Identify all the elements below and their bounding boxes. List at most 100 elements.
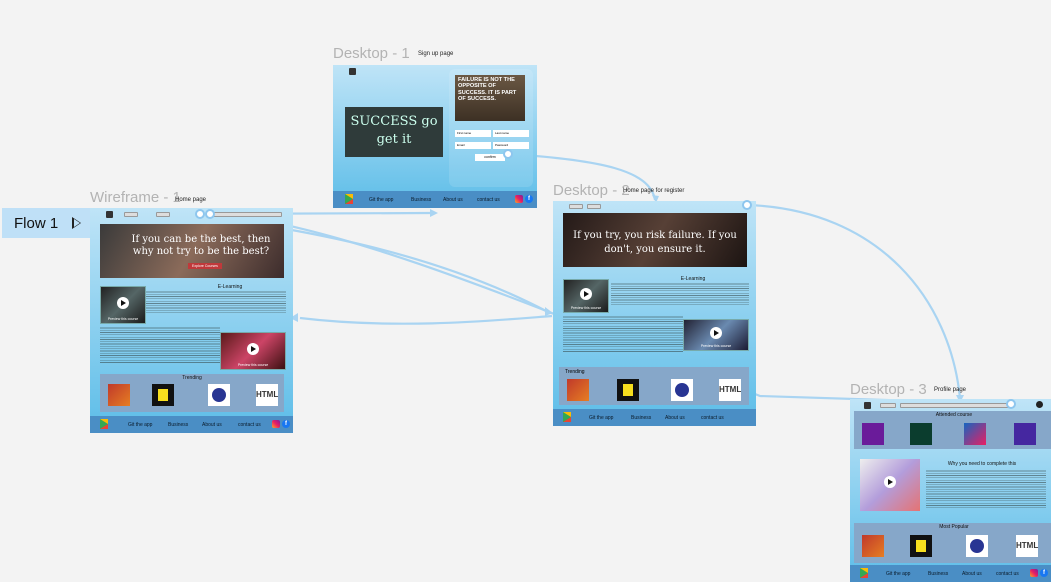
flow-1-button[interactable]: Flow 1 (2, 208, 90, 238)
attended-title: Attended course (935, 412, 973, 418)
footer: Git the app Business About us contact us… (333, 191, 537, 208)
nav-item[interactable] (587, 204, 601, 209)
c-course-icon[interactable] (208, 384, 230, 406)
video-thumbnail[interactable]: Preview this course (100, 286, 146, 324)
google-play-icon[interactable] (345, 194, 353, 204)
logo (349, 68, 356, 75)
footer-link-business[interactable]: Business (928, 570, 949, 577)
logo (864, 402, 871, 409)
section-title: E-Learning (217, 284, 243, 290)
need-title: Why you need to complete this (947, 461, 1017, 467)
frame-title-wireframe1: Wireframe - 1 (90, 189, 181, 206)
video-thumbnail[interactable]: Preview this course (683, 319, 749, 351)
body-paragraph (563, 315, 683, 353)
connection-node[interactable] (195, 209, 205, 219)
c-course-icon[interactable] (966, 535, 988, 557)
facebook-icon[interactable]: f (525, 195, 533, 203)
most-popular-title: Most Popular (939, 524, 969, 530)
connection-node[interactable] (503, 149, 513, 159)
footer-link-business[interactable]: Business (411, 196, 432, 203)
javascript-course-icon[interactable] (152, 384, 174, 406)
footer: Git the app Business About us contact us… (90, 416, 293, 433)
footer-link-contact[interactable]: contact us (701, 414, 724, 421)
nav-item[interactable] (156, 212, 170, 217)
facebook-icon[interactable]: f (1040, 569, 1048, 577)
instagram-icon[interactable] (1030, 569, 1038, 577)
page-label-signup: Sign up page (418, 51, 454, 57)
first-name-field[interactable]: First name (455, 130, 491, 137)
need-paragraph (926, 469, 1046, 509)
logo (106, 211, 113, 218)
course-preview-image[interactable] (860, 459, 920, 511)
google-play-icon[interactable] (563, 412, 571, 422)
chalkboard-image: SUCCESS go get it (345, 107, 443, 157)
play-icon[interactable] (884, 475, 896, 488)
footer-link-app[interactable]: Git the app (886, 570, 911, 577)
nav-item[interactable] (124, 212, 138, 217)
instagram-icon[interactable] (272, 420, 280, 428)
course-icon[interactable] (862, 423, 884, 445)
email-field[interactable]: Email (455, 142, 491, 149)
instagram-icon[interactable] (515, 195, 523, 203)
html-course-icon[interactable]: HTML (719, 379, 741, 401)
explore-button[interactable]: Explore Courses (188, 263, 222, 269)
connection-node[interactable] (205, 209, 215, 219)
c-course-icon[interactable] (671, 379, 693, 401)
footer-link-app[interactable]: Git the app (589, 414, 614, 421)
python-course-icon[interactable] (862, 535, 884, 557)
frame-wireframe1[interactable]: If you can be the best, then why not try… (90, 208, 293, 433)
play-icon[interactable] (247, 342, 259, 355)
video-thumbnail[interactable]: Preview this course (220, 332, 286, 370)
footer-link-about[interactable]: About us (443, 196, 463, 203)
footer-link-app[interactable]: Git the app (128, 421, 153, 428)
connection-node[interactable] (742, 200, 752, 210)
frame-desktop1[interactable]: SUCCESS go get it FAILURE IS NOT THE OPP… (333, 65, 537, 208)
play-icon[interactable] (580, 288, 592, 301)
footer-link-about[interactable]: About us (962, 570, 982, 577)
video-label: Preview this course (700, 344, 732, 348)
hero-text: If you try, you risk failure. If you don… (573, 230, 737, 255)
footer-link-contact[interactable]: contact us (238, 421, 261, 428)
facebook-icon[interactable]: f (282, 420, 290, 428)
footer-link-app[interactable]: Git the app (369, 196, 394, 203)
javascript-course-icon[interactable] (617, 379, 639, 401)
last-name-field[interactable]: Last name (493, 130, 529, 137)
play-icon[interactable] (117, 296, 129, 309)
page-label-profile: Profile page (934, 387, 967, 393)
footer-link-about[interactable]: About us (665, 414, 685, 421)
video-thumbnail[interactable]: Preview this course (563, 279, 609, 313)
javascript-course-icon[interactable] (910, 535, 932, 557)
footer-link-business[interactable]: Business (631, 414, 652, 421)
nav-item[interactable] (569, 204, 583, 209)
quote-image: FAILURE IS NOT THE OPPOSITE OF SUCCESS. … (455, 75, 525, 121)
html-course-icon[interactable]: HTML (256, 384, 278, 406)
footer-link-business[interactable]: Business (168, 421, 189, 428)
google-play-icon[interactable] (100, 419, 108, 429)
course-icon[interactable] (1014, 423, 1036, 445)
footer-link-contact[interactable]: contact us (477, 196, 500, 203)
body-paragraph (100, 326, 220, 364)
python-course-icon[interactable] (108, 384, 130, 406)
course-icon[interactable] (964, 423, 986, 445)
footer-link-about[interactable]: About us (202, 421, 222, 428)
footer-link-contact[interactable]: contact us (996, 570, 1019, 577)
search-bar[interactable] (208, 212, 282, 217)
confirm-button[interactable]: confirm (475, 154, 505, 161)
frame-desktop2[interactable]: If you try, you risk failure. If you don… (553, 201, 756, 426)
avatar[interactable] (1036, 401, 1043, 408)
nav-item[interactable] (880, 403, 896, 408)
google-play-icon[interactable] (860, 568, 868, 578)
play-icon[interactable] (710, 327, 722, 340)
flow-label: Flow 1 (14, 214, 59, 232)
html-course-icon[interactable]: HTML (1016, 535, 1038, 557)
frame-desktop3[interactable]: Attended course Why you need to complete… (850, 399, 1051, 582)
video-label: Preview this course (570, 306, 602, 310)
page-label-register: Home page for register (623, 188, 685, 194)
connection-node[interactable] (1006, 399, 1016, 409)
video-label: Preview this course (237, 363, 269, 367)
most-popular-section: Most Popular HTML (854, 523, 1051, 563)
course-icon[interactable] (910, 423, 932, 445)
python-course-icon[interactable] (567, 379, 589, 401)
search-bar[interactable] (900, 403, 1012, 408)
password-field[interactable]: Password (493, 142, 529, 149)
